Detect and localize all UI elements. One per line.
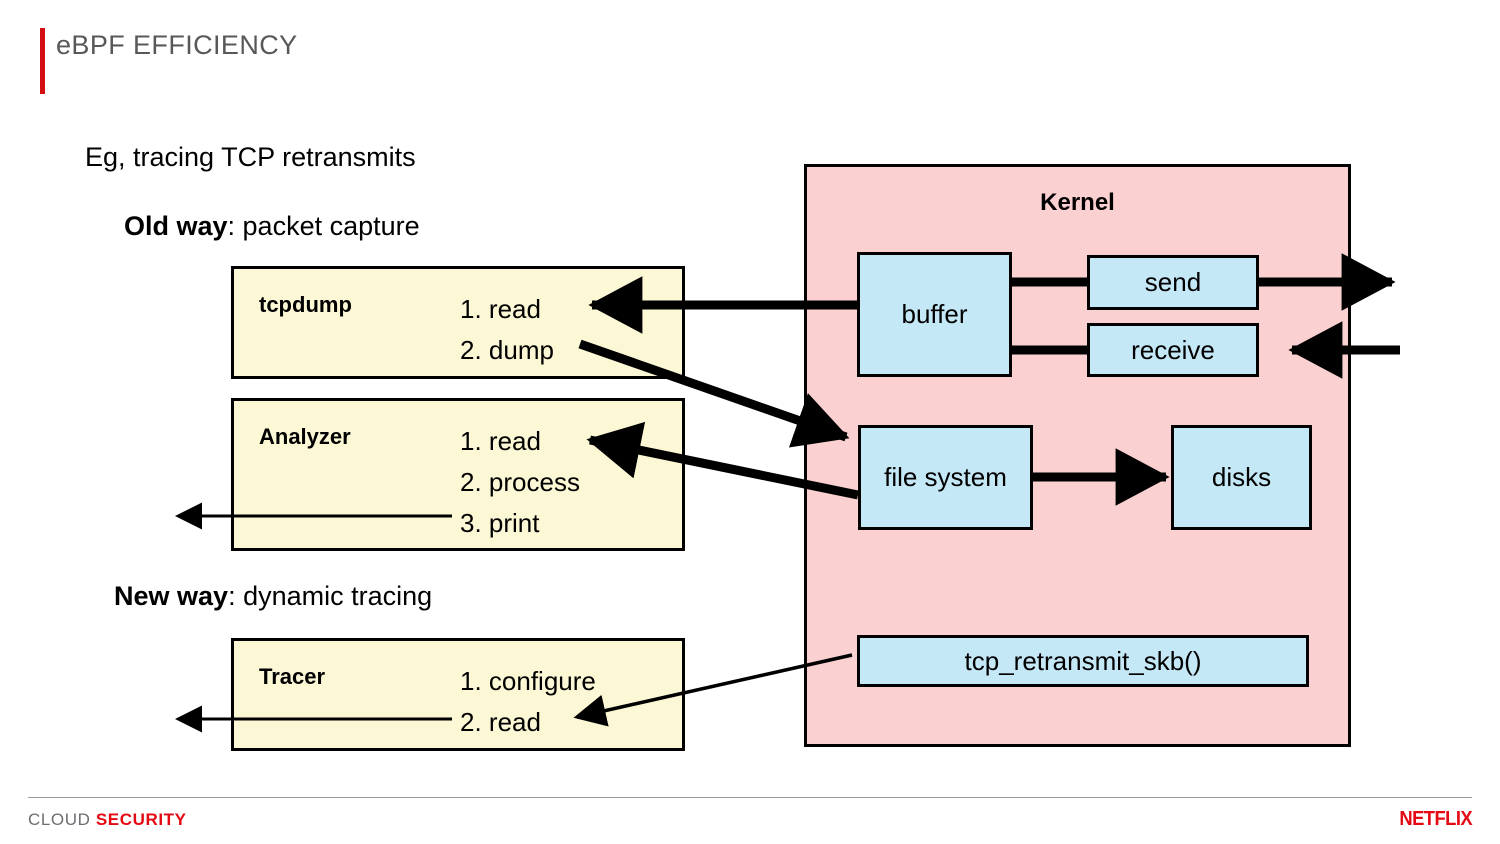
kernel-box-receive: receive [1087,323,1259,377]
analyzer-box-steps: 1. read 2. process 3. print [460,426,580,538]
footer-cloud-text: CLOUD [28,810,96,829]
kernel-box-tcp-retransmit-skb: tcp_retransmit_skb() [857,635,1309,687]
tracer-box-title: Tracer [259,664,326,689]
tracer-box-steps: 1. configure 2. read [460,666,596,737]
kernel-label: Kernel [1040,189,1115,216]
kernel-box-buffer: buffer [857,252,1012,377]
kernel-box-disks: disks [1171,425,1312,530]
analyzer-box-title: Analyzer [259,424,351,449]
footer-divider [28,797,1472,798]
footer-branding: CLOUD SECURITY [28,810,187,830]
kernel-box-send: send [1087,255,1259,310]
kernel-box-file-system: file system [858,425,1033,530]
example-caption: Eg, tracing TCP retransmits [85,142,416,173]
title-accent-bar [40,28,45,94]
new-way-label: New way [114,581,229,611]
old-way-rest: : packet capture [227,211,420,241]
new-way-caption: New way: dynamic tracing [114,581,432,612]
footer-security-text: SECURITY [95,810,187,829]
tcpdump-box-steps: 1. read 2. dump [460,294,554,365]
tcpdump-box-title: tcpdump [259,292,352,317]
new-way-rest: : dynamic tracing [228,581,433,611]
page-title: eBPF EFFICIENCY [56,30,298,60]
old-way-caption: Old way: packet capture [124,211,420,242]
analyzer-box: Analyzer 1. read 2. process 3. print [231,398,685,551]
example-caption-text: Eg, tracing TCP retransmits [85,142,416,172]
tcpdump-box: tcpdump 1. read 2. dump [231,266,685,379]
old-way-label: Old way [124,211,228,241]
tracer-box: Tracer 1. configure 2. read [231,638,685,751]
netflix-logo: NETFLIX [1399,808,1472,830]
